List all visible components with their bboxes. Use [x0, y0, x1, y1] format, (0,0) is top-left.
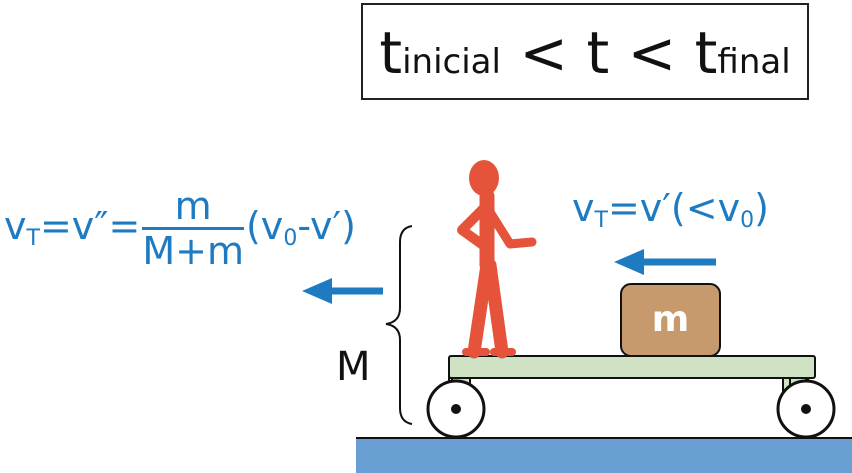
wheel-left-hub — [451, 404, 461, 414]
box-mass-label: m — [651, 299, 690, 340]
eq-paren-open: (v — [245, 204, 284, 248]
subscript-inicial: inicial — [402, 42, 501, 82]
less-than: < — [519, 19, 568, 87]
t-symbol: t — [586, 19, 610, 87]
eq-close: ) — [754, 186, 769, 230]
eq-subscript-0: 0 — [740, 208, 755, 233]
eq-v: v — [4, 204, 27, 248]
cart-platform — [448, 355, 816, 379]
eq-subscript-T: T — [26, 226, 40, 251]
ground — [356, 438, 852, 473]
cart-mass-label: M — [336, 344, 371, 390]
eq-paren-close: -v′) — [297, 204, 356, 248]
fraction-denominator: M+m — [142, 229, 244, 273]
subscript-final: final — [717, 42, 791, 82]
mass-brace — [385, 225, 413, 425]
arrow-left-icon — [614, 249, 716, 275]
box-m — [620, 283, 721, 357]
eq-v: v — [572, 186, 595, 230]
wheel-right-hub — [801, 404, 811, 414]
cart-frame — [451, 378, 807, 405]
box-velocity-equation: vT=v′(<v0) — [572, 186, 769, 233]
t-symbol: t — [694, 19, 718, 87]
arrow-left-icon — [302, 278, 383, 304]
t-symbol: t — [379, 19, 403, 87]
eq-subscript-0: 0 — [283, 226, 298, 251]
time-condition-box: tinicial < t < tfinal — [361, 3, 809, 100]
eq-subscript-T: T — [594, 208, 608, 233]
fraction-numerator: m — [142, 185, 244, 230]
eq-equals: =v″= — [39, 204, 141, 248]
eq-middle: =v′(<v — [607, 186, 741, 230]
person-walking-icon — [457, 160, 537, 359]
less-than: < — [627, 19, 677, 87]
